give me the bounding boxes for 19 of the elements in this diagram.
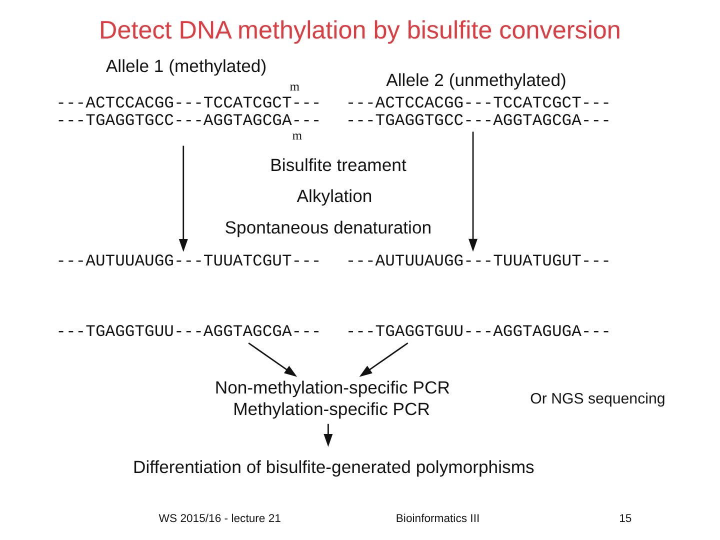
node-text: Non-methylation-specific PCR Methylation-specific PCR bbox=[214, 378, 450, 420]
label: Alkylation bbox=[296, 186, 372, 206]
node-text: Differentiation of bisulfite-generated polymorphisms bbox=[133, 457, 534, 478]
label: Bioinformatics III bbox=[396, 513, 480, 526]
label: WS 2015/16 - lecture 21 bbox=[158, 513, 281, 526]
node-text: ---AUTUUAUGG---TUUATCGUT--- ---TGAGGTGUU---AGGTAGCGA--- bbox=[56, 251, 322, 341]
diagram-title: Detect DNA methylation by bisulfite conversion bbox=[99, 16, 621, 44]
label: Spontaneous denaturation bbox=[224, 218, 432, 238]
node-text: Allele 2 (unmethylated) ---ACTCCACGG---TCCATCGCT--- ---TGAGGTGCC---AGGTAGCGA--- bbox=[346, 70, 611, 130]
label: Bisulfite treament bbox=[270, 154, 406, 175]
label: 15 bbox=[619, 513, 632, 526]
arrow bbox=[359, 342, 408, 377]
node-text: Allele 1 (methylated) m ---ACTCCACGG---TCCATCGCT--- ---TGAGGTGCC---AGGTAGCGA--- m bbox=[56, 56, 322, 143]
arrow bbox=[324, 424, 333, 447]
node-text: ---AUTUUAUGG---TUUATUGUT--- ---TGAGGTGUU---AGGTAGUGA--- bbox=[346, 251, 611, 341]
arrow bbox=[248, 342, 298, 377]
label: Or NGS sequencing bbox=[530, 390, 666, 408]
arrow bbox=[178, 146, 188, 252]
arrow bbox=[468, 132, 478, 252]
